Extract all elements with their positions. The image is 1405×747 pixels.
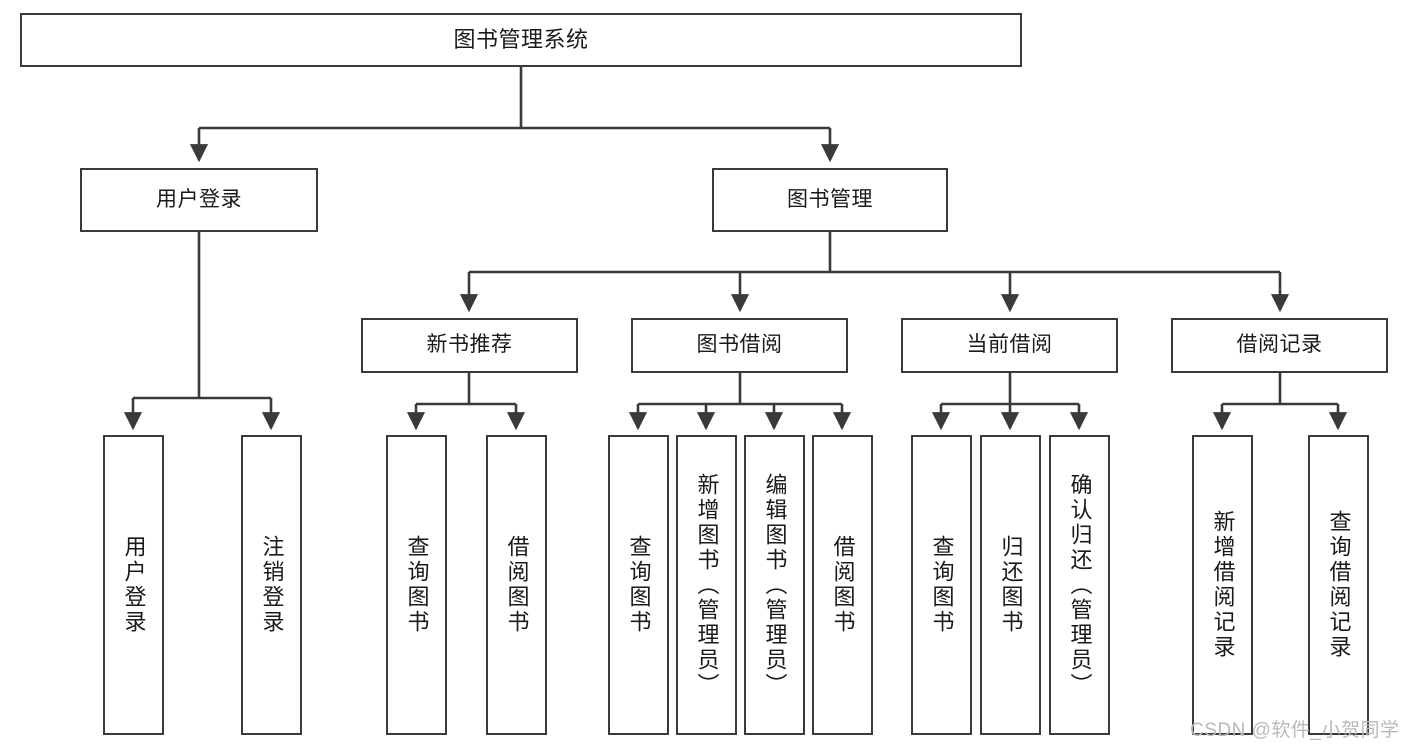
leaf-borrow-book[interactable]: 借阅图书 xyxy=(812,435,873,735)
node-label: 图书管理系统 xyxy=(453,27,589,53)
node-label: 图书借阅 xyxy=(696,333,783,357)
node-label: 确认归还（管理员） xyxy=(1067,472,1093,698)
node-label: 新增图书（管理员） xyxy=(694,472,720,698)
watermark-csdn: CSDN @软件_小贺同学 xyxy=(1190,720,1400,741)
node-label: 用户登录 xyxy=(156,187,242,211)
node-book-management[interactable]: 图书管理 xyxy=(712,168,948,232)
node-label: 借阅记录 xyxy=(1236,333,1323,357)
leaf-user-login[interactable]: 用户登录 xyxy=(103,435,164,735)
node-user-login[interactable]: 用户登录 xyxy=(80,168,318,232)
leaf-query-book-current[interactable]: 查询图书 xyxy=(911,435,972,735)
node-label: 归还图书 xyxy=(998,535,1024,635)
leaf-query-borrow-record[interactable]: 查询借阅记录 xyxy=(1308,435,1369,735)
node-current-borrowing[interactable]: 当前借阅 xyxy=(901,318,1118,373)
node-label: 查询借阅记录 xyxy=(1326,510,1352,660)
node-new-book-recommendation[interactable]: 新书推荐 xyxy=(361,318,578,373)
leaf-edit-book-admin[interactable]: 编辑图书（管理员） xyxy=(744,435,805,735)
leaf-add-book-admin[interactable]: 新增图书（管理员） xyxy=(676,435,737,735)
leaf-return-book[interactable]: 归还图书 xyxy=(980,435,1041,735)
node-root-book-management-system[interactable]: 图书管理系统 xyxy=(20,13,1022,67)
node-label: 借阅图书 xyxy=(830,535,856,635)
leaf-query-book-new[interactable]: 查询图书 xyxy=(386,435,447,735)
node-label: 查询图书 xyxy=(929,535,955,635)
node-label: 查询图书 xyxy=(626,535,652,635)
node-label: 编辑图书（管理员） xyxy=(762,472,788,698)
node-label: 新书推荐 xyxy=(426,333,513,357)
node-label: 借阅图书 xyxy=(504,535,530,635)
node-book-borrowing[interactable]: 图书借阅 xyxy=(631,318,848,373)
leaf-borrow-book-new[interactable]: 借阅图书 xyxy=(486,435,547,735)
node-borrowing-records[interactable]: 借阅记录 xyxy=(1171,318,1388,373)
node-label: 查询图书 xyxy=(404,535,430,635)
leaf-add-borrow-record[interactable]: 新增借阅记录 xyxy=(1192,435,1253,735)
node-label: 新增借阅记录 xyxy=(1210,510,1236,660)
node-label: 注销登录 xyxy=(259,535,285,635)
leaf-confirm-return-admin[interactable]: 确认归还（管理员） xyxy=(1049,435,1110,735)
node-label: 图书管理 xyxy=(787,187,873,211)
leaf-query-book-borrow[interactable]: 查询图书 xyxy=(608,435,669,735)
leaf-logout[interactable]: 注销登录 xyxy=(241,435,302,735)
node-label: 用户登录 xyxy=(121,535,147,635)
node-label: 当前借阅 xyxy=(966,333,1053,357)
